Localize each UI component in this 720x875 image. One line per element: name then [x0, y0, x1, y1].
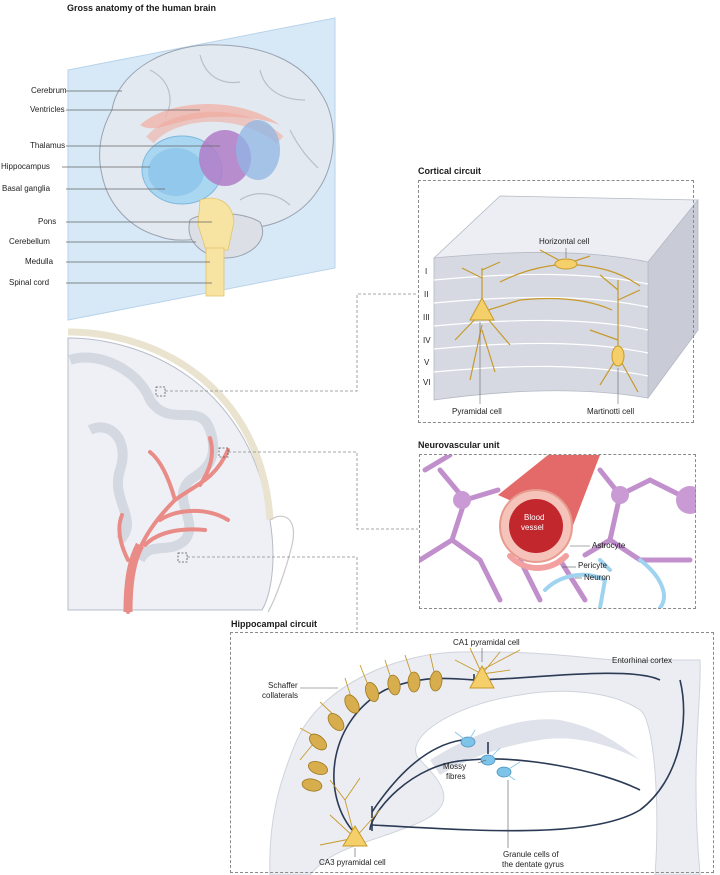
hippocampal-frame [230, 632, 714, 873]
label-ventricles: Ventricles [30, 105, 65, 114]
label-blood-vessel-1: Blood [524, 513, 545, 522]
marker-neurovascular [218, 447, 229, 458]
brain-spinal-cord [205, 247, 225, 297]
label-cerebrum: Cerebrum [31, 86, 67, 95]
cortex-leaders [479, 248, 619, 404]
pyramidal-cell [469, 296, 495, 321]
brain-gyri [149, 54, 319, 206]
brain-pons [197, 197, 235, 251]
label-ca3: CA3 pyramidal cell [319, 858, 386, 867]
label-pyramidal-cell: Pyramidal cell [452, 407, 502, 416]
cortex-neurites [454, 249, 641, 393]
slice-outline [67, 337, 274, 611]
neuron-process [543, 558, 666, 608]
cortex-layer-lines [433, 273, 649, 377]
label-pons: Pons [38, 217, 57, 226]
label-pericyte: Pericyte [578, 561, 607, 570]
label-schaffer-1: Schaffer [268, 681, 298, 690]
astrocyte-body-left [453, 491, 471, 509]
connector-lines [165, 293, 418, 632]
layer-iii: III [423, 313, 430, 322]
label-cerebellum: Cerebellum [9, 237, 50, 246]
hc-pathways [333, 672, 685, 832]
dentate-gyrus [430, 719, 640, 775]
ca1-pyramidal-cell [469, 664, 495, 689]
label-schaffer-2: collaterals [262, 691, 299, 700]
astrocyte-body-edge [676, 486, 696, 514]
vessel-lumen [509, 499, 563, 553]
granule-dendrites [454, 729, 521, 781]
marker-hippocampal [177, 552, 188, 563]
marker-cortical [155, 386, 166, 397]
layer-v: V [424, 358, 430, 367]
label-martinotti-cell: Martinotti cell [587, 407, 635, 416]
cortical-title: Cortical circuit [418, 166, 482, 176]
nvu-leaders [562, 545, 590, 579]
layer-i: I [425, 267, 428, 276]
label-medulla: Medulla [25, 257, 54, 266]
label-horizontal-cell: Horizontal cell [539, 237, 590, 246]
neurovascular-section [419, 455, 696, 608]
pericyte [507, 553, 569, 571]
label-granule-1: Granule cells of [503, 850, 559, 859]
hippocampal-title: Hippocampal circuit [231, 619, 318, 629]
label-astrocyte: Astrocyte [592, 541, 626, 550]
hc-somata [301, 670, 443, 792]
hc-dendrites [299, 647, 521, 846]
brain-thalamus-back [236, 120, 280, 180]
horizontal-cell [554, 258, 578, 270]
neurovascular-frame [419, 454, 696, 609]
label-mossy-2: fibres [446, 772, 466, 781]
cortex-block-front [433, 252, 649, 401]
brain-leader-lines [62, 90, 220, 284]
martinotti-cell [611, 345, 625, 367]
slice-skull [67, 328, 274, 521]
label-neuron: Neuron [584, 573, 611, 582]
ca3-pyramidal-cell [342, 825, 368, 847]
label-mossy-1: Mossy [443, 762, 467, 771]
hc-leaders [300, 648, 509, 857]
label-ca1: CA1 pyramidal cell [453, 638, 520, 647]
slice-artery-trunk [123, 542, 145, 613]
label-spinal-cord: Spinal cord [9, 278, 50, 287]
brain-section [62, 17, 336, 321]
slice-ear [267, 515, 294, 613]
label-thalamus: Thalamus [30, 141, 66, 150]
slice-artery [117, 436, 230, 614]
layer-vi: VI [423, 378, 431, 387]
label-basal-ganglia: Basal ganglia [2, 184, 51, 193]
hippocampal-section [269, 647, 701, 875]
brain-title: Gross anatomy of the human brain [67, 3, 217, 13]
label-entorhinal: Entorhinal cortex [612, 656, 673, 665]
cortical-frame [418, 180, 694, 423]
label-blood-vessel-2: vessel [521, 523, 544, 532]
label-granule-2: the dentate gyrus [502, 860, 564, 869]
label-hippocampus: Hippocampus [1, 162, 50, 171]
layer-iv: IV [423, 336, 431, 345]
neurovascular-title: Neurovascular unit [418, 440, 500, 450]
astrocyte-processes [419, 455, 693, 603]
coronal-slice [67, 293, 418, 632]
cortical-section [433, 195, 699, 404]
astrocyte-body-right [611, 486, 629, 504]
layer-ii: II [424, 290, 429, 299]
brain-basal-ganglia [148, 148, 204, 196]
